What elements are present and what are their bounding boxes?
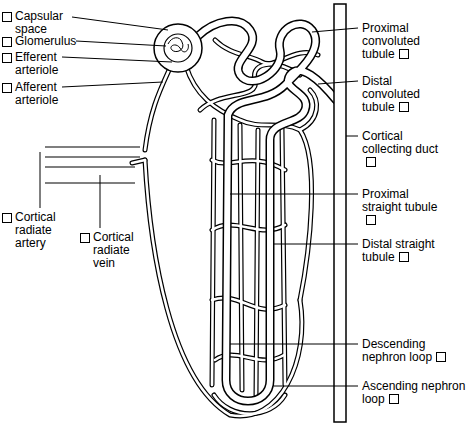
structure-label: Cortical collecting duct xyxy=(362,129,438,156)
label-group: Efferent arteriole xyxy=(2,51,67,77)
check-box xyxy=(2,83,12,93)
leader-line xyxy=(76,41,166,46)
leader-line xyxy=(62,82,163,87)
label-group: Descending nephron loop xyxy=(362,338,467,364)
check-box xyxy=(2,12,12,22)
collecting-duct xyxy=(334,4,346,422)
structure-label: Efferent arteriole xyxy=(15,50,58,77)
structure-label: Glomerulus xyxy=(15,34,76,48)
label-group: Distal convoluted tubule xyxy=(362,75,440,114)
check-box xyxy=(80,233,90,243)
check-box xyxy=(2,53,12,63)
structure-label: Distal convoluted tubule xyxy=(362,74,420,114)
structure-label: Descending nephron loop xyxy=(362,337,432,364)
structure-label: Capsular space xyxy=(15,9,63,36)
leader-line xyxy=(346,136,358,137)
vein-wall xyxy=(45,166,135,167)
glomerulus xyxy=(164,34,192,62)
label-group: Proximal convoluted tubule xyxy=(362,22,440,61)
label-group: Capsular space xyxy=(2,10,77,36)
structure-label: Ascending nephron loop xyxy=(362,379,465,406)
label-group: Distal straight tubule xyxy=(362,238,457,264)
artery-wall xyxy=(45,146,140,147)
label-group: Glomerulus xyxy=(2,35,82,48)
glomerulus-loops xyxy=(168,38,188,52)
structure-label: Proximal convoluted tubule xyxy=(362,21,420,61)
label-group: Ascending nephron loop xyxy=(362,380,467,406)
label-group: Cortical radiate vein xyxy=(80,231,142,270)
label-group: Cortical radiate artery xyxy=(2,211,72,250)
check-box xyxy=(436,352,446,362)
leader-line xyxy=(274,386,358,387)
check-box xyxy=(399,49,409,59)
structure-label: Cortical radiate artery xyxy=(15,210,56,250)
leader-lines xyxy=(40,17,358,386)
check-box xyxy=(399,102,409,112)
structure-label: Proximal straight tubule xyxy=(362,187,437,214)
structure-label: Afferent arteriole xyxy=(15,80,58,107)
leader-line xyxy=(40,152,41,208)
leader-line xyxy=(274,244,358,245)
artery-vein-lines xyxy=(45,147,140,183)
leader-line xyxy=(62,57,172,62)
artery-wall xyxy=(45,156,140,157)
leader-line xyxy=(100,175,101,228)
check-box xyxy=(366,215,376,225)
check-box xyxy=(2,213,12,223)
check-box xyxy=(389,394,399,404)
leader-line xyxy=(312,28,358,32)
check-box xyxy=(366,157,376,167)
vein-wall xyxy=(45,182,135,183)
leader-line xyxy=(230,194,358,195)
glomerular-capsule xyxy=(154,24,202,72)
label-group: Cortical collecting duct xyxy=(362,130,440,169)
label-group: Proximal straight tubule xyxy=(362,188,440,227)
label-group: Afferent arteriole xyxy=(2,81,67,107)
leader-line xyxy=(72,17,168,30)
check-box xyxy=(399,252,409,262)
leader-line xyxy=(318,81,358,84)
structure-label: Cortical radiate vein xyxy=(93,230,134,270)
check-box xyxy=(2,37,12,47)
leader-line xyxy=(230,344,358,345)
